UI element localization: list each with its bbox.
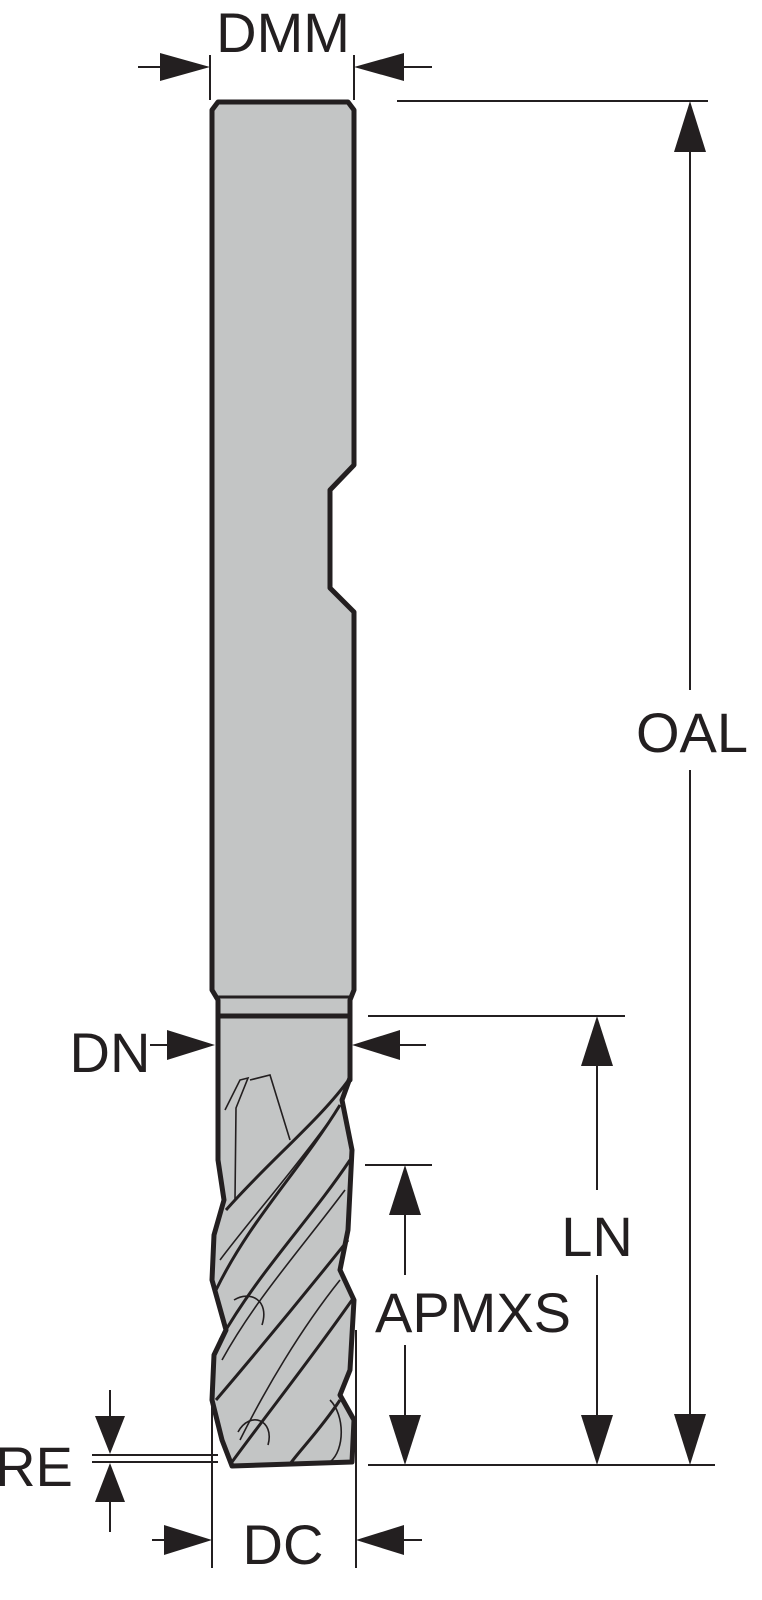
re-dimension: RE	[0, 1390, 218, 1532]
flute-section	[209, 1013, 357, 1469]
arrow-up-icon	[95, 1463, 125, 1502]
apmxs-label: APMXS	[375, 1281, 571, 1344]
shank	[209, 99, 357, 1083]
arrow-up-icon	[674, 101, 706, 152]
apmxs-dimension: APMXS	[365, 1164, 571, 1465]
dn-dimension: DN	[70, 1015, 625, 1084]
arrow-down-icon	[389, 1415, 421, 1465]
ln-dimension: LN	[561, 1016, 633, 1465]
dc-dimension: DC	[152, 1330, 422, 1576]
arrow-up-icon	[581, 1016, 613, 1066]
oal-dimension: OAL	[368, 100, 748, 1466]
arrow-left-icon	[354, 53, 404, 81]
arrow-right-icon	[164, 1525, 212, 1555]
re-label: RE	[0, 1435, 73, 1498]
arrow-right-icon	[167, 1030, 215, 1060]
dmm-label: DMM	[216, 1, 350, 64]
arrow-down-icon	[95, 1416, 125, 1454]
arrow-left-icon	[356, 1525, 404, 1555]
dn-label: DN	[70, 1021, 151, 1084]
dmm-dimension: DMM	[138, 1, 432, 100]
dc-label: DC	[243, 1513, 324, 1576]
oal-label: OAL	[636, 701, 748, 764]
arrow-up-icon	[389, 1165, 421, 1215]
arrow-left-icon	[352, 1030, 400, 1060]
ln-label: LN	[561, 1205, 633, 1268]
end-mill-tool	[209, 99, 357, 1469]
arrow-down-icon	[581, 1415, 613, 1465]
arrow-right-icon	[160, 53, 210, 81]
arrow-down-icon	[674, 1414, 706, 1465]
flute-lines	[214, 1074, 354, 1465]
